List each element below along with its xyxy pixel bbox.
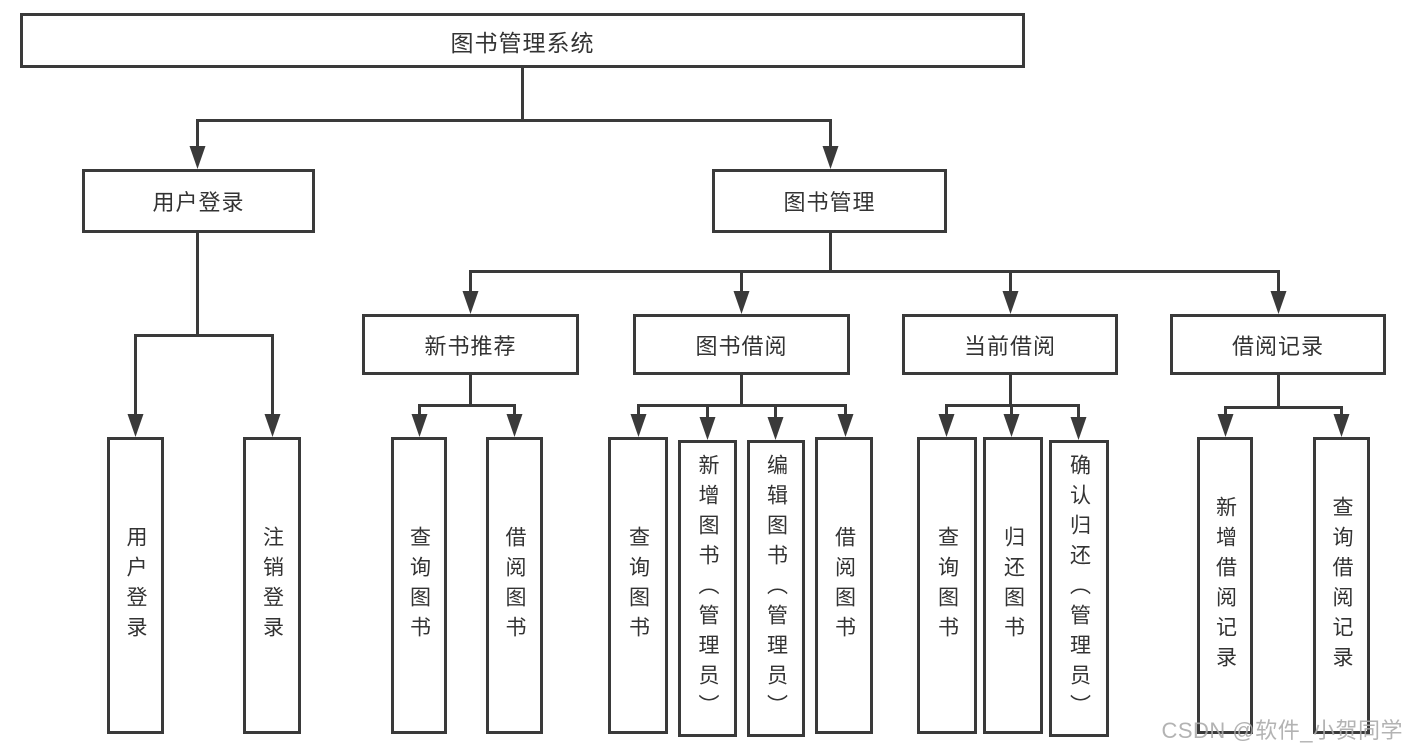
node-book-management: 图书管理 [712, 169, 947, 233]
leaf-logout-label: 注销登录 [260, 525, 284, 646]
leaf-borrow-edit-book-admin: 编辑图书（管理员） [747, 440, 805, 737]
arrow-to-leaf-rec-add-record [1217, 414, 1234, 437]
arrow-to-leaf-bor-borrow [837, 414, 854, 437]
arrow-to-leaf-cur-confirm [1070, 417, 1087, 440]
leaf-current-return-book: 归还图书 [983, 437, 1043, 734]
edge-records-bus [1224, 372, 1343, 417]
node-new-book-recommend-label: 新书推荐 [424, 333, 517, 359]
node-book-management-label: 图书管理 [783, 190, 876, 215]
leaf-current-confirm-return-admin-label: 确认归还（管理员） [1067, 453, 1091, 724]
leaf-borrow-query-book-label: 查询图书 [626, 525, 650, 646]
arrow-to-leaf-bor-query [630, 414, 647, 437]
arrow-to-leaf-bor-edit [767, 417, 784, 440]
leaf-user-login-label: 用户登录 [124, 525, 147, 646]
leaf-recommend-query-book-label: 查询图书 [407, 525, 431, 646]
arrow-to-records [1270, 291, 1287, 314]
leaf-borrow-borrow-book: 借阅图书 [815, 437, 873, 734]
leaf-logout: 注销登录 [243, 437, 301, 734]
arrow-to-borrow [733, 291, 750, 314]
arrow-to-recommend [462, 291, 479, 314]
leaf-recommend-borrow-book: 借阅图书 [486, 437, 543, 734]
leaf-records-add-record-label: 新增借阅记录 [1213, 495, 1237, 676]
arrow-to-leaf-logout [264, 414, 281, 437]
leaf-records-add-record: 新增借阅记录 [1197, 437, 1253, 734]
arrow-to-leaf-login [127, 414, 144, 437]
arrow-to-leaf-bor-add [699, 417, 716, 440]
node-book-borrow: 图书借阅 [633, 314, 850, 375]
csdn-watermark: CSDN @软件_小贺同学 [1161, 718, 1403, 743]
leaf-records-query-record-label: 查询借阅记录 [1330, 495, 1353, 676]
node-borrow-records-label: 借阅记录 [1231, 333, 1324, 359]
arrow-to-current [1002, 291, 1019, 314]
edge-borrow-bus [637, 372, 847, 418]
arrow-to-user-login [189, 146, 206, 169]
node-new-book-recommend: 新书推荐 [362, 314, 579, 375]
leaf-recommend-query-book: 查询图书 [391, 437, 447, 734]
leaf-current-return-book-label: 归还图书 [1001, 525, 1025, 646]
leaf-borrow-edit-book-admin-label: 编辑图书（管理员） [764, 453, 788, 724]
leaf-recommend-borrow-book-label: 借阅图书 [503, 525, 526, 646]
edge-recommend-bus [418, 372, 516, 416]
node-root-label: 图书管理系统 [450, 29, 595, 56]
leaf-current-confirm-return-admin: 确认归还（管理员） [1049, 440, 1109, 737]
arrow-to-book-mgmt [822, 146, 839, 169]
edge-user-login-bus [134, 334, 274, 415]
node-user-login-label: 用户登录 [152, 190, 245, 215]
leaf-borrow-borrow-book-label: 借阅图书 [832, 525, 856, 646]
leaf-borrow-add-book-admin-label: 新增图书（管理员） [696, 453, 719, 724]
edge-level1-bus [196, 119, 832, 148]
node-borrow-records: 借阅记录 [1170, 314, 1386, 375]
leaf-current-query-book-label: 查询图书 [935, 525, 959, 646]
leaf-current-query-book: 查询图书 [917, 437, 977, 734]
leaf-records-query-record: 查询借阅记录 [1313, 437, 1370, 734]
node-user-login: 用户登录 [82, 169, 315, 233]
leaf-borrow-add-book-admin: 新增图书（管理员） [678, 440, 737, 737]
arrow-to-leaf-rec-borrow [506, 414, 523, 437]
leaf-user-login: 用户登录 [107, 437, 164, 734]
node-current-borrow: 当前借阅 [902, 314, 1118, 375]
arrow-to-leaf-cur-return [1003, 414, 1020, 437]
leaf-borrow-query-book: 查询图书 [608, 437, 668, 734]
node-root: 图书管理系统 [20, 13, 1025, 68]
arrow-to-leaf-rec-query [411, 414, 428, 437]
arrow-to-leaf-rec-query-record [1333, 414, 1350, 437]
node-current-borrow-label: 当前借阅 [963, 333, 1056, 359]
node-book-borrow-label: 图书借阅 [695, 333, 788, 359]
arrow-to-leaf-cur-query [938, 414, 955, 437]
edge-current-bus [945, 372, 1080, 417]
edge-level2-bus [469, 270, 1280, 293]
